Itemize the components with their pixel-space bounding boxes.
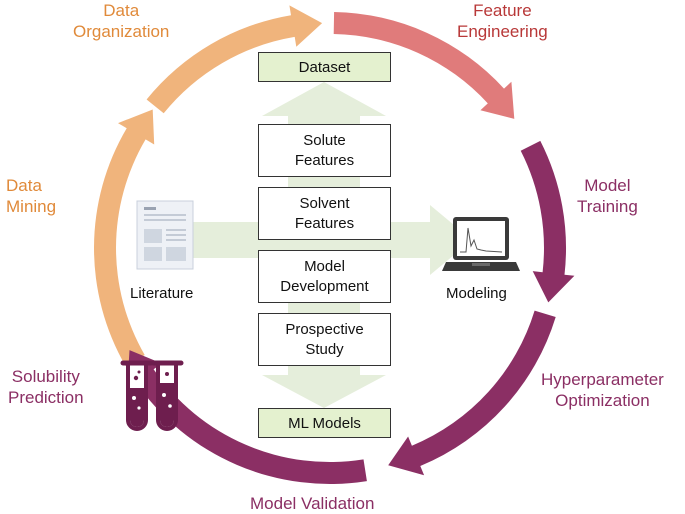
laptop-chart-icon xyxy=(442,217,520,271)
label-model-validation: Model Validation xyxy=(250,494,375,513)
label-hyperparameter-optimization: Hyperparameter Optimization xyxy=(541,370,664,410)
arc-model-training xyxy=(520,140,575,303)
model-development-box: Model Development xyxy=(258,250,391,303)
dataset-box: Dataset xyxy=(258,52,391,82)
test-tubes-icon xyxy=(120,360,184,431)
modeling-caption: Modeling xyxy=(446,285,507,302)
label-model-training: Model Training xyxy=(577,176,638,216)
arc-data-mining xyxy=(94,109,155,366)
label-data-mining: Data Mining xyxy=(6,176,57,216)
literature-caption: Literature xyxy=(130,285,194,302)
ml-models-box: ML Models xyxy=(258,408,391,438)
down-arrow xyxy=(262,362,386,408)
arc-hyperparameter-optimization xyxy=(388,310,556,476)
arc-data-organization xyxy=(146,5,323,114)
solvent-features-box: Solvent Features xyxy=(258,187,391,240)
label-feature-engineering: Feature Engineering xyxy=(457,1,548,41)
up-arrow xyxy=(262,82,386,122)
literature-document-icon xyxy=(136,200,194,270)
prospective-study-box: Prospective Study xyxy=(258,313,391,366)
solute-features-box: Solute Features xyxy=(258,124,391,177)
arc-feature-engineering xyxy=(333,12,515,119)
label-solubility-prediction: Solubility Prediction xyxy=(8,367,84,407)
label-data-organization: Data Organization xyxy=(73,1,170,41)
